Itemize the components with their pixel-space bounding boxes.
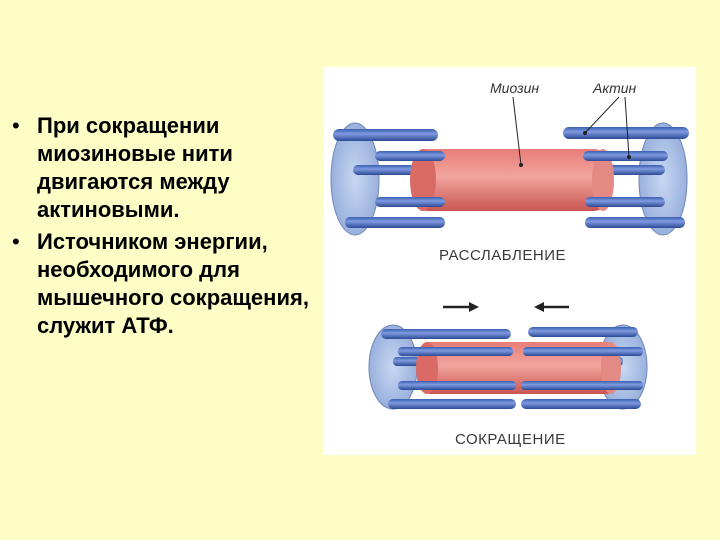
leader-line — [624, 96, 630, 158]
actin-filament — [563, 127, 689, 139]
myosin-filament — [413, 149, 608, 211]
myosin-end — [410, 149, 436, 211]
actin-filament — [583, 151, 668, 161]
actin-filament — [521, 399, 641, 409]
bullet-list: • При сокращении миозиновые нити двигают… — [10, 112, 310, 344]
relaxed-diagram: Миозин Актин РАССЛАБЛЕНИЕ — [330, 80, 689, 264]
actin-filament — [523, 347, 643, 356]
arrow-right-head — [469, 302, 479, 312]
myosin-end — [592, 149, 614, 211]
bullet-dot-icon: • — [12, 113, 20, 138]
actin-filament — [585, 197, 665, 207]
actin-filament — [381, 329, 511, 339]
bullet-text: Источником энергии, необходимого для мыш… — [37, 229, 309, 338]
actin-filament — [333, 129, 438, 141]
label-actin: Актин — [592, 80, 637, 96]
actin-filament — [388, 399, 516, 409]
leader-line — [584, 96, 620, 134]
actin-filament — [375, 151, 445, 161]
actin-filament — [528, 327, 638, 337]
direction-arrows — [443, 302, 569, 312]
caption-contracted: СОКРАЩЕНИЕ — [455, 431, 566, 448]
sarcomere-figure: Миозин Актин РАССЛАБЛЕНИЕ СОКРАЩЕ — [323, 67, 696, 455]
leader-dot — [583, 131, 587, 135]
label-myosin: Миозин — [490, 80, 539, 96]
actin-filament — [375, 197, 445, 207]
arrow-left-head — [534, 302, 544, 312]
bullet-dot-icon: • — [12, 229, 20, 254]
leader-dot — [627, 155, 631, 159]
z-disc-left — [330, 122, 380, 236]
actin-filament — [585, 217, 685, 228]
actin-filament — [398, 381, 516, 390]
leader-dot — [519, 163, 523, 167]
actin-filament — [345, 217, 445, 228]
actin-filament — [521, 381, 643, 390]
bullet-item: • Источником энергии, необходимого для м… — [10, 228, 310, 340]
leader-line — [512, 96, 522, 166]
caption-relaxed: РАССЛАБЛЕНИЕ — [439, 247, 566, 264]
bullet-item: • При сокращении миозиновые нити двигают… — [10, 112, 310, 224]
bullet-text: При сокращении миозиновые нити двигаются… — [37, 113, 233, 222]
contracted-diagram: СОКРАЩЕНИЕ — [368, 324, 648, 448]
actin-filament — [398, 347, 513, 356]
